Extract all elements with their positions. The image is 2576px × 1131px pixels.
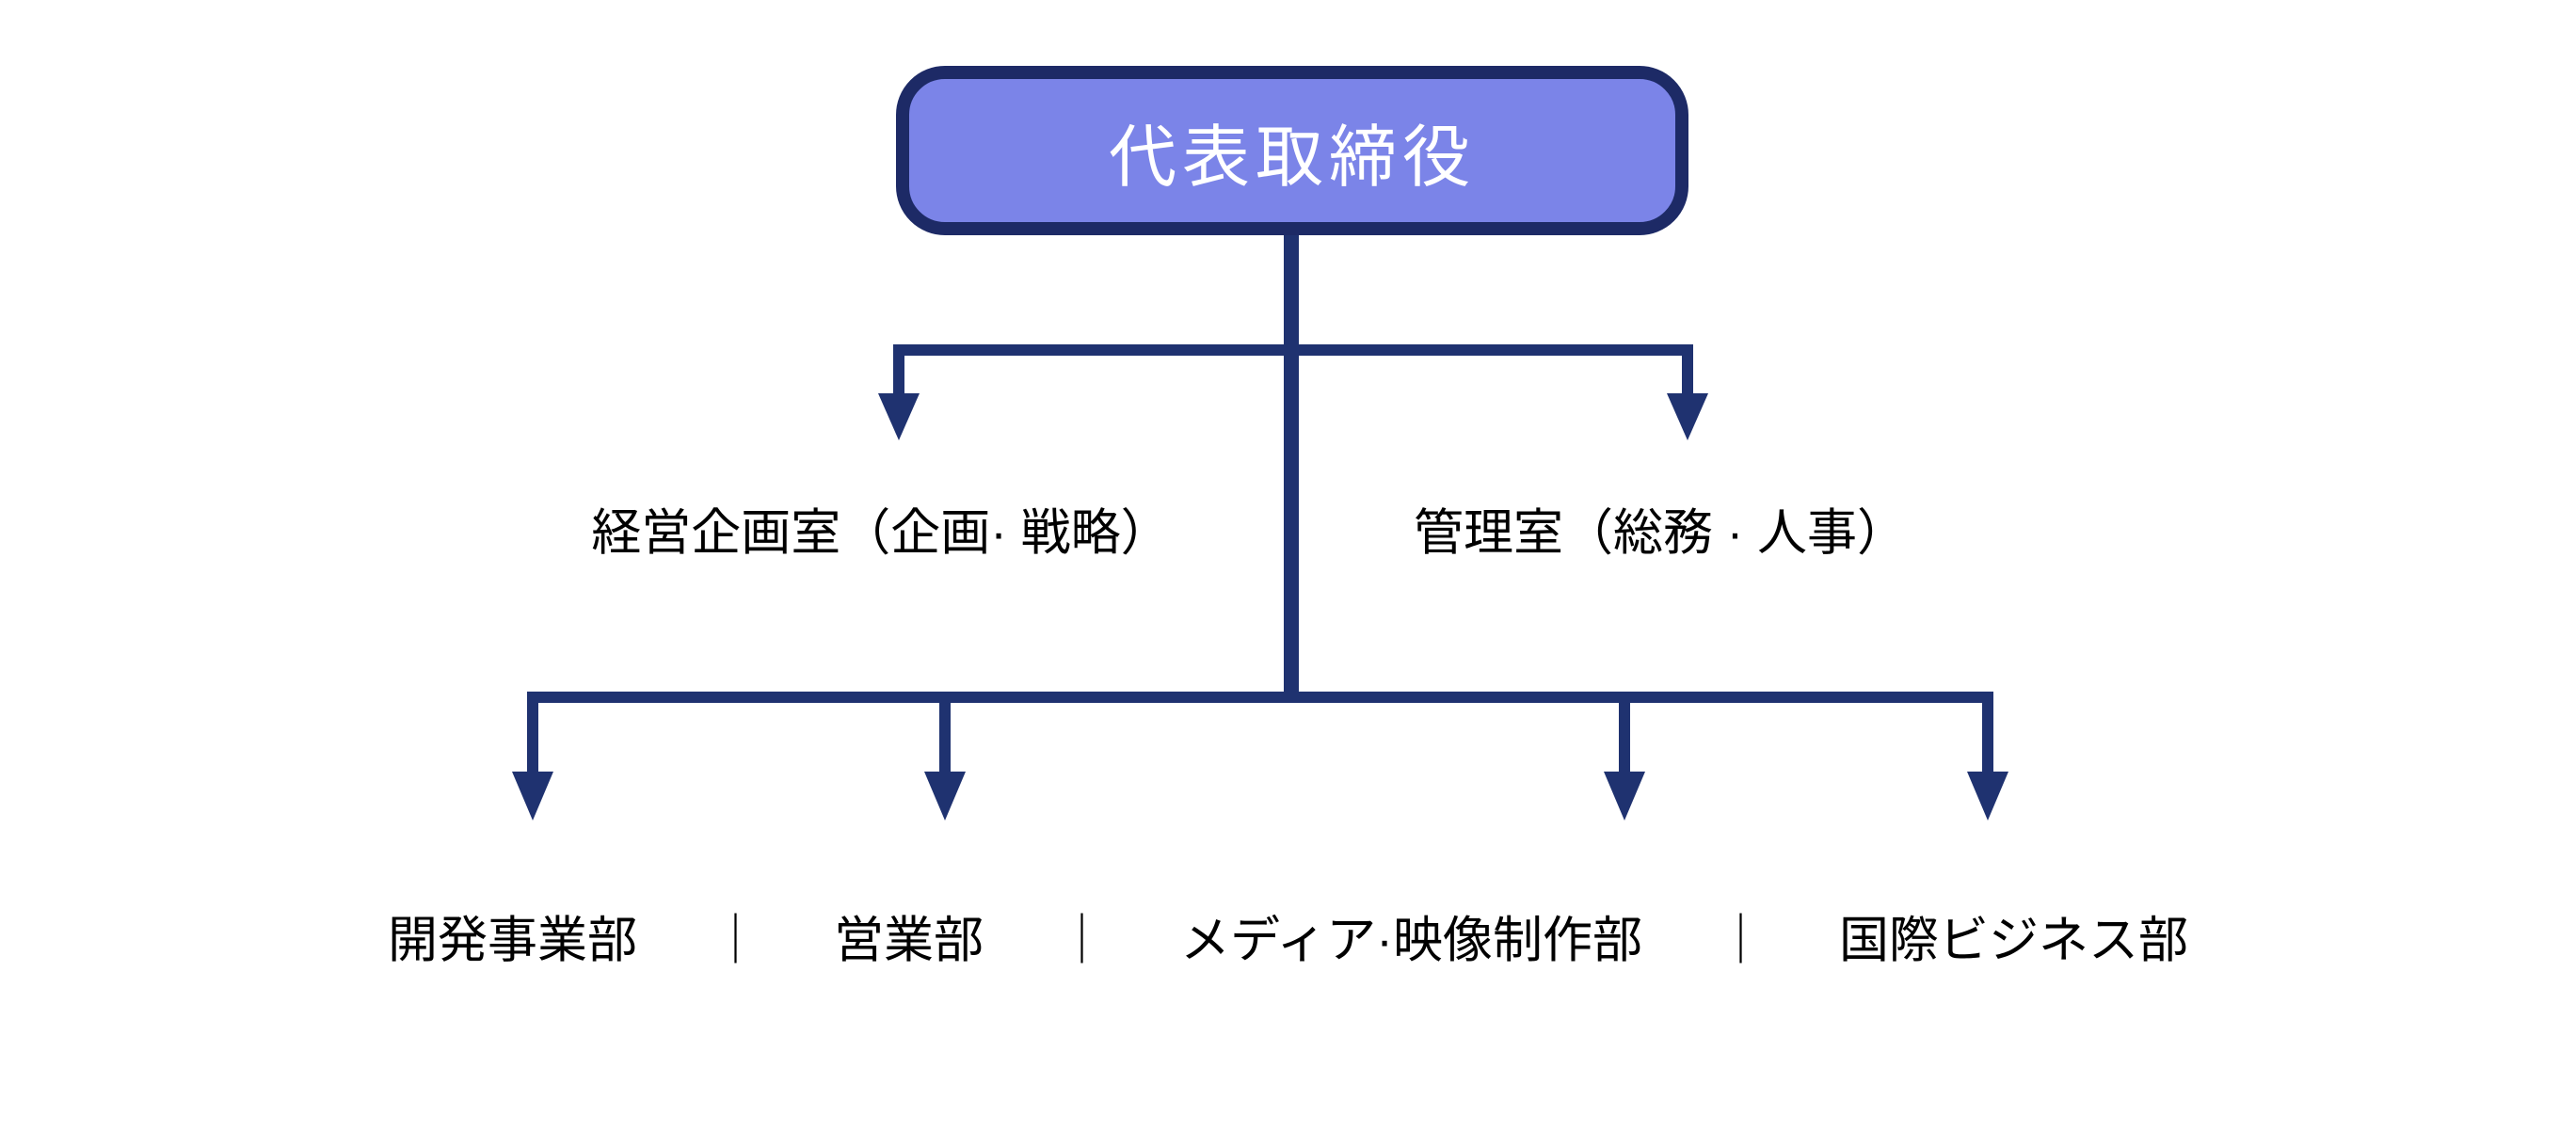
- level2-label-international-business-division: 国際ビジネス部: [1838, 913, 2188, 968]
- level2-label-media-video-division: メディア·映像制作部: [1180, 913, 1642, 968]
- level2-label-sales-division: 営業部: [834, 913, 984, 968]
- level2-label-development-division: 開発事業部: [388, 913, 638, 968]
- arrow-down-icon: [1967, 772, 2008, 820]
- root-node: 代表取締役: [896, 66, 1688, 235]
- arrow-down-icon: [878, 393, 920, 440]
- root-node-label: 代表取締役: [1108, 119, 1476, 196]
- arrow-down-icon: [1604, 772, 1645, 820]
- arrow-down-icon: [1667, 393, 1708, 440]
- arrow-down-icon: [924, 772, 966, 820]
- label-separator-bar: ｜: [1057, 913, 1108, 968]
- level1-branch-line: [893, 344, 1693, 396]
- arrow-down-icon: [512, 772, 553, 820]
- level1-label-planning-office: 経営企画室（企画· 戦略）: [591, 505, 1171, 561]
- level1-label-admin-office: 管理室（総務 · 人事）: [1413, 505, 1908, 561]
- label-separator-bar: ｜: [1715, 913, 1766, 968]
- label-separator-bar: ｜: [711, 913, 761, 968]
- level2-label-row: 開発事業部 ｜ 営業部 ｜ メディア·映像制作部 ｜ 国際ビジネス部: [0, 911, 2576, 971]
- level2-branch-line: [527, 692, 1993, 773]
